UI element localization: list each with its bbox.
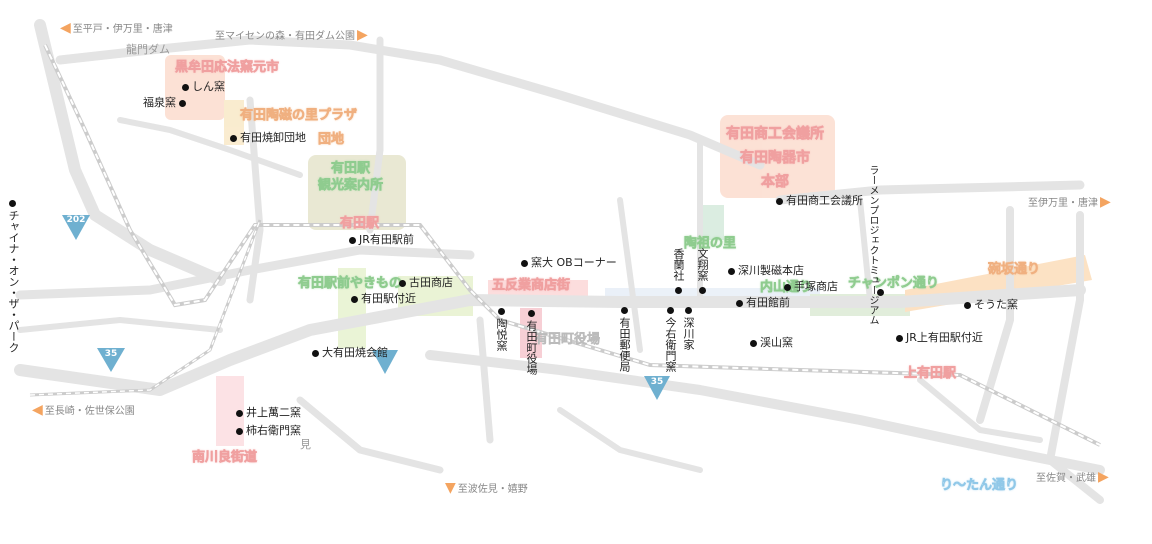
area-kanko: 有田駅 観光案内所 (318, 161, 384, 194)
place-kousha: 香蘭社 (672, 248, 685, 281)
location-dot-icon (236, 409, 243, 417)
area-ekimae: 有田駅前やきもの (298, 276, 403, 292)
place-kakiemon: 柿右衛門窯 (236, 424, 301, 437)
location-dot-icon (750, 339, 757, 347)
location-dot-icon (728, 267, 735, 275)
place-ekitsukin: 有田駅付近 (351, 292, 416, 305)
area-shokokai: 有田商工会議所 有田陶器市 本部 (726, 126, 825, 191)
route-35-label-east: 35 (650, 377, 664, 387)
place-inoue: 井上萬二窯 (236, 406, 301, 419)
place-china: チャイナ・オン・ザ・パーク (7, 210, 20, 353)
location-dot-icon (675, 287, 682, 294)
location-dot-icon (877, 289, 884, 296)
place-ramen: ラーメンプロジェクトミュージアム (867, 165, 878, 325)
place-shokokaigisho: 有田商工会議所 (776, 194, 863, 207)
route-202-label: 202 (66, 215, 86, 225)
place-shingama: しん窯 (182, 80, 225, 93)
area-plaza: 有田陶磁の里プラザ (240, 108, 358, 124)
place-fukusen: 福泉窯 (143, 96, 189, 109)
arrow-right-icon: ▶ (1098, 468, 1109, 485)
place-mi: 見 (300, 438, 311, 451)
direction-imari: 至伊万里・唐津▶ (1028, 193, 1111, 210)
direction-nagasaki: ◀至長崎・佐世保公園 (32, 401, 135, 418)
location-dot-icon (685, 307, 692, 314)
location-dot-icon (498, 308, 505, 315)
place-imaemon: 今右衛門窯 (664, 317, 677, 372)
area-champon: チャンポン通り (848, 276, 939, 292)
railway (29, 44, 1101, 447)
location-dot-icon (9, 200, 16, 207)
location-dot-icon (736, 299, 743, 307)
location-dot-icon (784, 283, 791, 291)
location-dot-icon (399, 279, 406, 287)
place-toetsu: 陶悦窯 (495, 318, 508, 351)
direction-hirado: ◀至平戸・伊万里・唐津 (60, 19, 173, 36)
location-dot-icon (621, 307, 628, 314)
area-station: 有田駅 (340, 216, 380, 232)
location-dot-icon (230, 134, 237, 142)
place-aritakan: 有田館前 (736, 296, 790, 309)
place-yakuba: 有田町役場 (525, 320, 538, 375)
place-jr-arita: JR有田駅前 (349, 233, 414, 246)
location-dot-icon (349, 236, 356, 244)
arrow-right-icon: ▶ (357, 26, 368, 43)
direction-saga: 至佐賀・武雄▶ (1036, 468, 1109, 485)
arrow-down-icon: ▼ (445, 479, 456, 496)
place-kudai: 窯大 OBコーナー (521, 256, 617, 269)
arrow-left-icon: ◀ (60, 19, 71, 36)
area-hogen: 碗坂通り (988, 262, 1041, 278)
area-tojin: 陶祖の里 (684, 236, 737, 252)
area-kurokami: 黒牟田応法窯元市 (175, 60, 280, 76)
place-yubin: 有田郵便局 (618, 317, 631, 372)
area-machiyaku: 有田町役場 (535, 332, 601, 347)
place-furuta: 古田商店 (399, 276, 453, 289)
location-dot-icon (179, 99, 186, 107)
place-keizan: 渓山窯 (750, 336, 793, 349)
place-bunsho: 文翔窯 (696, 248, 709, 281)
place-fukagawa: 深川家 (682, 317, 695, 350)
location-dot-icon (521, 259, 528, 267)
place-jr-kami: JR上有田駅付近 (896, 331, 983, 344)
place-gyoseki: 有田焼卸団地 (230, 131, 306, 144)
location-dot-icon (312, 349, 319, 357)
direction-hasami: ▼至波佐見・嬉野 (445, 479, 528, 496)
location-dot-icon (896, 334, 903, 342)
location-dot-icon (964, 301, 971, 309)
place-okawa: 大有田焼会館 (312, 346, 388, 359)
area-danchi: 団地 (318, 132, 345, 148)
route-35-label: 35 (104, 349, 118, 359)
area-gogo: 五反業商店街 (492, 278, 571, 294)
location-dot-icon (667, 307, 674, 314)
area-nanakawara: 南川良街道 (192, 450, 258, 466)
location-dot-icon (699, 287, 706, 294)
place-seiji: 深川製磁本店 (728, 264, 804, 277)
roads (14, 19, 1105, 504)
area-kamiarita: 上有田駅 (904, 366, 957, 382)
place-tezuka: 手塚商店 (784, 280, 838, 293)
location-dot-icon (236, 427, 243, 435)
place-ryumon: 龍門ダム (126, 43, 170, 56)
area-utan: り〜たん通り (940, 478, 1019, 494)
location-dot-icon (351, 295, 358, 303)
location-dot-icon (182, 83, 189, 91)
direction-mycen: 至マイセンの森・有田ダム公園▶ (215, 26, 368, 43)
location-dot-icon (528, 310, 535, 317)
arrow-right-icon: ▶ (1100, 193, 1111, 210)
arrow-left-icon: ◀ (32, 401, 43, 418)
place-souta: そうた窯 (964, 298, 1018, 311)
route-shields (62, 215, 670, 400)
location-dot-icon (776, 197, 783, 205)
